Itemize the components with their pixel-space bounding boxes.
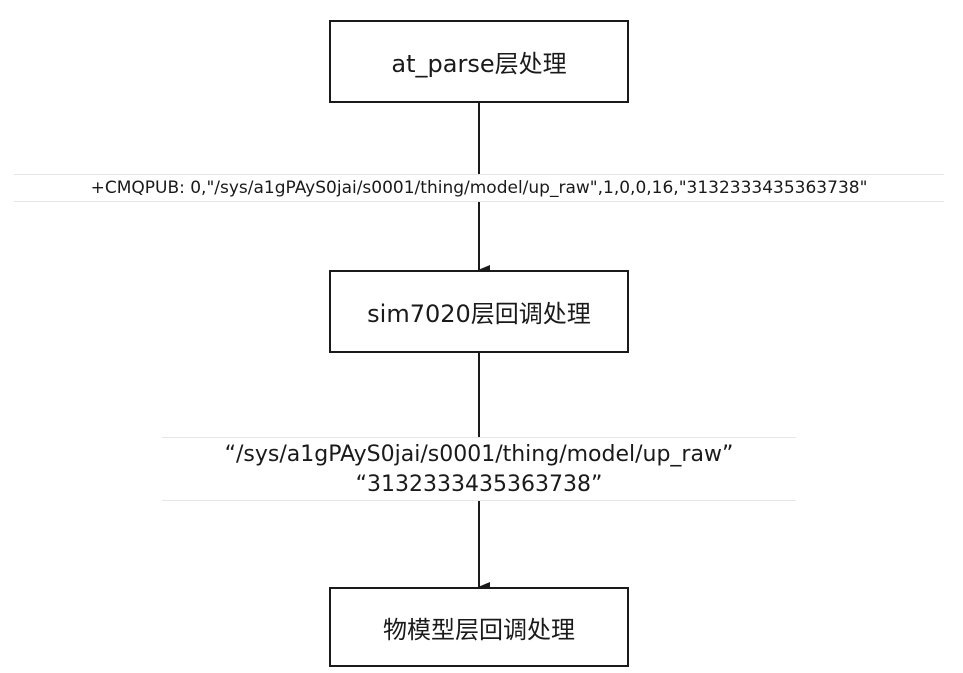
node-model-label: 物模型层回调处理 — [383, 615, 575, 644]
edge-label-cmqpub: +CMQPUB: 0,"/sys/a1gPAyS0jai/s0001/thing… — [14, 174, 944, 202]
edge-label-payload: “3132333435363738” — [355, 472, 603, 497]
node-sim7020: sim7020层回调处理 — [329, 270, 629, 353]
node-at-parse: at_parse层处理 — [329, 20, 629, 103]
node-at-parse-label: at_parse层处理 — [391, 50, 567, 78]
edge-label-topic: “/sys/a1gPAyS0jai/s0001/thing/model/up_r… — [224, 442, 734, 467]
edge-label-cmqpub-text: +CMQPUB: 0,"/sys/a1gPAyS0jai/s0001/thing… — [90, 178, 868, 198]
node-model: 物模型层回调处理 — [329, 587, 629, 667]
edge-label-topic-payload: “/sys/a1gPAyS0jai/s0001/thing/model/up_r… — [162, 437, 796, 501]
node-sim7020-label: sim7020层回调处理 — [367, 300, 591, 328]
